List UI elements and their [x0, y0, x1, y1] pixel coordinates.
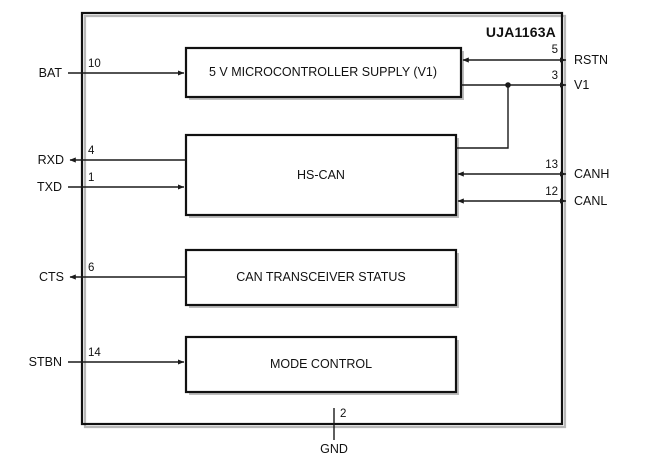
pin-label-canl: CANL — [574, 194, 608, 208]
block-label-can-transceiver-status: CAN TRANSCEIVER STATUS — [236, 270, 406, 284]
pin-number-cts: 6 — [88, 262, 95, 274]
block-can-transceiver-status — [184, 248, 459, 308]
pin-number-rstn: 5 — [551, 44, 558, 56]
pin-label-v1: V1 — [574, 78, 590, 92]
pin-number-canh: 13 — [545, 159, 558, 171]
pin-number-rxd: 4 — [88, 145, 95, 157]
pin-label-rstn: RSTN — [574, 53, 609, 67]
wire-v1-tap-to-hscan — [456, 85, 509, 149]
pin-label-rxd: RXD — [37, 153, 64, 167]
block-label-supply: 5 V MICROCONTROLLER SUPPLY (V1) — [208, 65, 438, 79]
pin-label-canh: CANH — [574, 167, 610, 181]
block-supply — [184, 46, 464, 100]
block-hscan — [184, 133, 459, 218]
pin-label-gnd: GND — [320, 442, 348, 456]
pin-number-bat: 10 — [88, 58, 101, 70]
pin-label-txd: TXD — [37, 180, 62, 194]
pin-label-bat: BAT — [38, 66, 62, 80]
pin-label-stbn: STBN — [28, 355, 62, 369]
pin-number-gnd: 2 — [340, 408, 347, 420]
block-label-mode-control: MODE CONTROL — [269, 357, 373, 371]
pin-number-stbn: 14 — [88, 347, 101, 359]
pin-label-cts: CTS — [39, 270, 64, 284]
chip-boundary — [80, 11, 567, 429]
pin-number-txd: 1 — [88, 172, 95, 184]
block-label-hscan: HS-CAN — [297, 168, 345, 182]
junction-dot-v1 — [505, 82, 511, 88]
chip-name-label: UJA1163A — [485, 24, 556, 40]
block-mode-control — [184, 335, 459, 395]
pin-number-canl: 12 — [545, 186, 558, 198]
pin-number-v1: 3 — [551, 70, 558, 82]
